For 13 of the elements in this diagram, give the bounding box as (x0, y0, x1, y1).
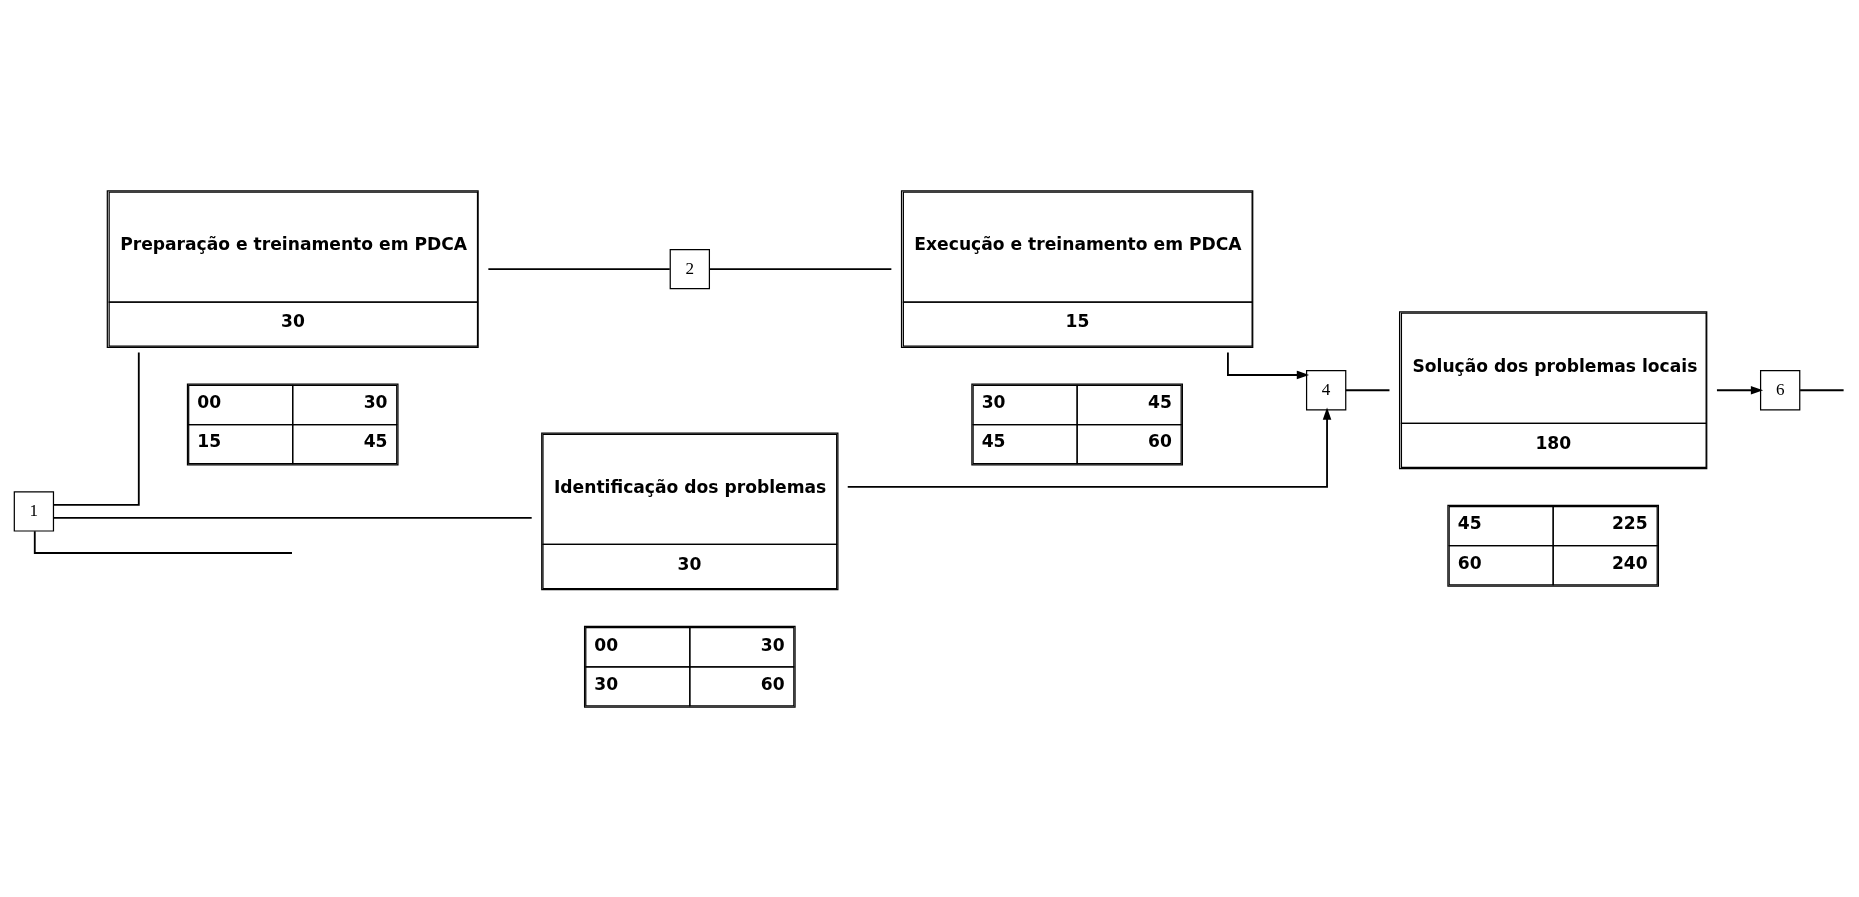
node-box: 2 (669, 248, 710, 289)
connector (708, 267, 893, 270)
arrow (1716, 385, 1764, 395)
node-box: 1 (13, 490, 55, 532)
arrow (846, 407, 1332, 488)
node-box: 4 (1305, 369, 1347, 410)
connector (487, 267, 671, 270)
connector (52, 516, 533, 519)
connector (1345, 388, 1391, 391)
connector (1799, 388, 1845, 391)
connector (52, 351, 140, 506)
connector (33, 529, 293, 554)
node-box: 6 (1760, 369, 1801, 410)
